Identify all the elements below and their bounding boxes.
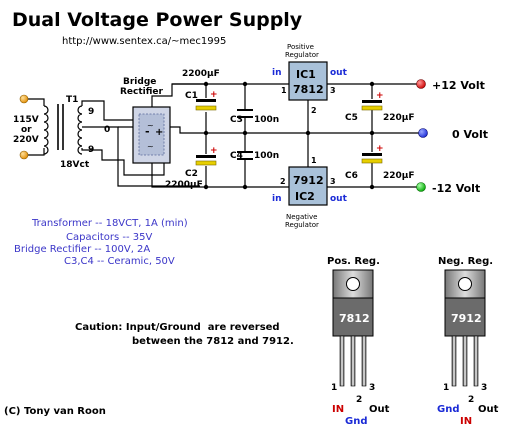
ic1-part: 7812	[293, 83, 324, 96]
wires	[27, 83, 420, 188]
caution-line2: between the 7812 and 7912.	[132, 336, 294, 347]
tap-mid-label: 0	[104, 125, 110, 135]
neg-regulator-package	[444, 269, 486, 387]
zero-output-label: 0 Volt	[452, 128, 488, 141]
pos-pkg-pin2: 2	[356, 395, 362, 405]
ic1-ref: IC1	[296, 68, 316, 81]
c1-value: 2200µF	[182, 69, 220, 79]
pos-output-label: +12 Volt	[432, 79, 485, 92]
bridge-rectifier: - + ~ ~	[132, 106, 171, 164]
source-url: http://www.sentex.ca/~mec1995	[62, 36, 226, 47]
ic1-body	[288, 61, 328, 101]
ic1-pin3: 3	[330, 86, 336, 95]
pos-output-terminal	[416, 79, 426, 89]
primary-voltage-or: or	[21, 125, 32, 135]
c6-value: 220µF	[383, 171, 415, 181]
svg-text:+: +	[376, 144, 384, 154]
neg-pkg-part: 7912	[451, 312, 482, 325]
neg-output-terminal	[416, 182, 426, 192]
c4-capacitor	[237, 151, 253, 160]
neg-output-label: -12 Volt	[432, 182, 480, 195]
ic1-label-bot: Regulator	[285, 51, 319, 59]
ic2-body	[288, 166, 328, 206]
c6-label: C6	[345, 171, 358, 181]
pos-pkg-pin3: 3	[369, 383, 375, 393]
ic2-in-label: in	[272, 194, 282, 204]
neg-pkg-gnd: Gnd	[437, 404, 460, 415]
svg-text:+: +	[210, 90, 218, 100]
secondary-rating: 18Vct	[60, 160, 90, 170]
bridge-label-line1: Bridge	[123, 77, 156, 87]
transformer-ref: T1	[66, 95, 78, 105]
c1-label: C1	[185, 91, 198, 101]
c3-label: C3	[230, 115, 243, 125]
svg-text:~: ~	[147, 121, 154, 130]
c2-capacitor: +	[195, 146, 218, 166]
pos-pkg-in: IN	[332, 404, 344, 415]
zero-output-terminal	[418, 128, 428, 138]
c6-capacitor: +	[361, 144, 384, 164]
neg-pkg-title: Neg. Reg.	[438, 256, 493, 267]
neg-pkg-out: Out	[478, 404, 499, 415]
page-title: Dual Voltage Power Supply	[12, 9, 303, 31]
ic1-pin2: 2	[311, 106, 317, 115]
copyright: (C) Tony van Roon	[4, 406, 106, 417]
pos-regulator-package	[332, 269, 374, 387]
c5-label: C5	[345, 113, 358, 123]
ic2-label-top: Negative	[286, 213, 317, 221]
pos-pkg-pin1: 1	[331, 383, 337, 393]
mains-terminal-top	[19, 94, 29, 104]
svg-text:-: -	[145, 125, 150, 138]
neg-pkg-pin1: 1	[443, 383, 449, 393]
primary-voltage: 115V	[13, 115, 39, 125]
ic2-pin3: 3	[330, 177, 336, 186]
tap-bot-label: 9	[88, 145, 94, 155]
neg-pkg-in: IN	[460, 416, 472, 427]
svg-text:+: +	[210, 146, 218, 156]
ic2-part: 7912	[293, 174, 324, 187]
spec-line: Capacitors -- 35V	[66, 232, 153, 243]
spec-line: Bridge Rectifier -- 100V, 2A	[14, 244, 150, 255]
ic1-label-top: Positive	[287, 43, 314, 51]
spec-list: Transformer -- 18VCT, 1A (min) Capacitor…	[14, 218, 188, 267]
bridge-label-line2: Rectifier	[120, 87, 164, 97]
ic1-out-label: out	[330, 68, 348, 78]
c5-value: 220µF	[383, 113, 415, 123]
spec-line: C3,C4 -- Ceramic, 50V	[64, 256, 175, 267]
pos-pkg-part: 7812	[339, 312, 370, 325]
c4-value: 100n	[254, 151, 279, 161]
c3-capacitor	[237, 109, 253, 118]
ic1-pin1: 1	[281, 86, 287, 95]
primary-voltage-alt: 220V	[13, 135, 39, 145]
mains-terminal-bottom	[19, 150, 29, 160]
svg-text:~: ~	[147, 142, 154, 151]
ic2-ref: IC2	[295, 190, 315, 203]
pos-pkg-out: Out	[369, 404, 390, 415]
svg-text:+: +	[376, 91, 384, 101]
c2-value: 2200µF	[165, 180, 203, 190]
c3-value: 100n	[254, 115, 279, 125]
c2-label: C2	[185, 169, 198, 179]
ic1-in-label: in	[272, 68, 282, 78]
ic2-label-bot: Regulator	[285, 221, 319, 229]
neg-pkg-pin2: 2	[468, 395, 474, 405]
svg-text:+: +	[155, 127, 163, 138]
junction-dots	[203, 81, 375, 190]
transformer-symbol	[43, 104, 83, 155]
ic2-pin2: 2	[280, 177, 286, 186]
caution-line1: Caution: Input/Ground are reversed	[75, 322, 280, 333]
ic2-out-label: out	[330, 194, 348, 204]
c5-capacitor: +	[361, 91, 384, 111]
pos-pkg-gnd: Gnd	[345, 416, 368, 427]
c4-label: C4	[230, 151, 243, 161]
neg-pkg-pin3: 3	[481, 383, 487, 393]
ic2-pin1: 1	[311, 156, 317, 165]
pos-pkg-title: Pos. Reg.	[327, 256, 380, 267]
c1-capacitor: +	[195, 90, 218, 111]
spec-line: Transformer -- 18VCT, 1A (min)	[31, 218, 188, 229]
tap-top-label: 9	[88, 107, 94, 117]
